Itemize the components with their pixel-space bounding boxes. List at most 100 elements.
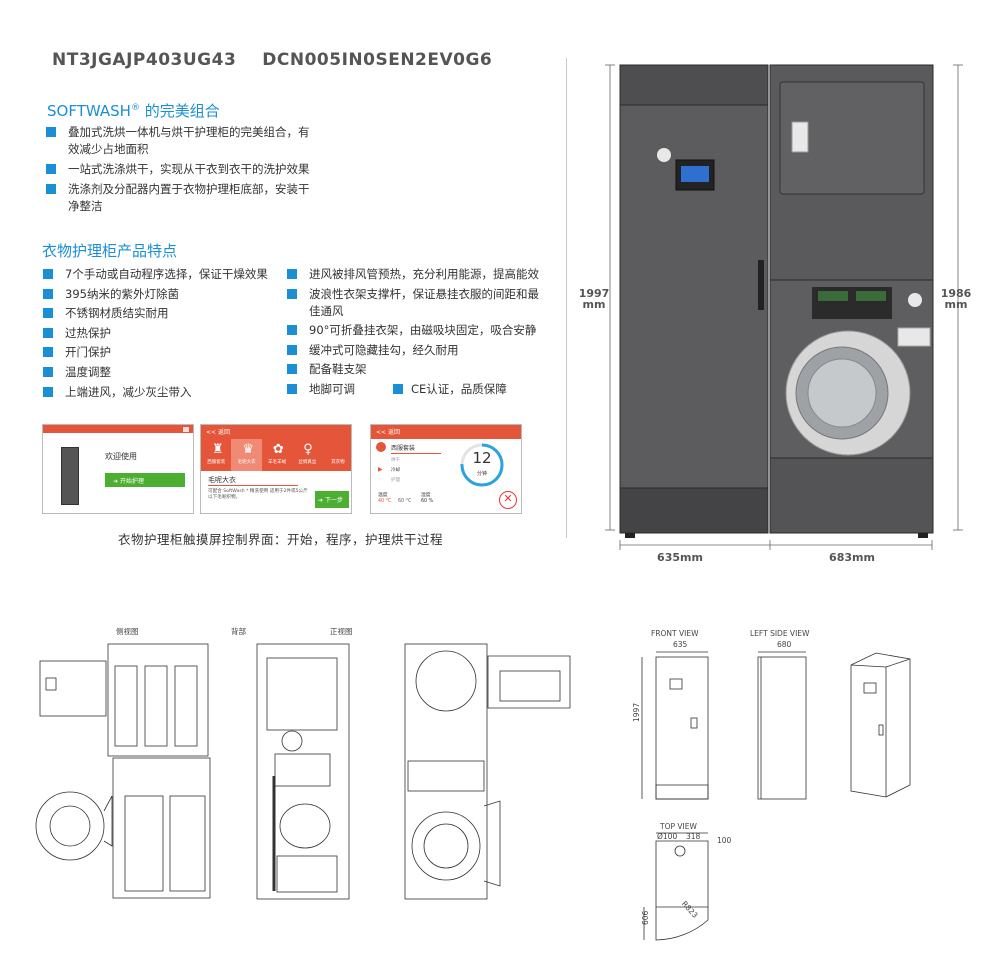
step-care: 护理	[391, 478, 400, 483]
tab-wool-coat[interactable]: ♛毛呢大衣	[231, 439, 262, 471]
timer-unit: 分钟	[476, 471, 487, 477]
top-offset: 100	[717, 836, 732, 845]
screen-topbar	[43, 425, 193, 433]
bullet-icon	[287, 344, 297, 355]
screen-drying: << 返回 西服套装 烘干 ▶ 冷却 护理 温度 40 °C 60 °C 湿度 …	[370, 424, 522, 514]
coat-icon: ♛	[242, 442, 255, 457]
welcome-text: 欢迎使用	[105, 452, 137, 461]
screen-header: << 返回	[371, 425, 521, 439]
product-illustration	[605, 64, 963, 550]
ribbon-icon: ✿	[272, 442, 284, 457]
help-icon[interactable]	[183, 427, 189, 432]
front-width: 635	[673, 640, 688, 649]
list-item: 波浪性衣架支撑杆，保证悬挂衣服的间距和最佳通风	[287, 286, 549, 320]
model-numbers: NT3JGAJP403UG43 DCN005IN0SEN2EV0G6	[52, 50, 492, 70]
bullet-icon	[287, 325, 297, 336]
list-item: 开门保护	[43, 344, 283, 361]
back-link[interactable]: << 返回	[376, 429, 400, 436]
list-item: 一站式洗涤烘干，实现从干衣到衣干的洗护效果	[46, 161, 314, 178]
bullet-icon	[46, 184, 56, 194]
bullet-icon	[46, 164, 56, 174]
start-care-button[interactable]: ➜ 开始护理	[105, 473, 185, 487]
tab-silk[interactable]: ♀丝绸真丝	[298, 442, 317, 465]
tab-other[interactable]: 其衣物	[331, 460, 345, 465]
model-number-washer: DCN005IN0SEN2EV0G6	[262, 50, 493, 70]
screen-header: << 返回	[201, 425, 351, 439]
temp-alt[interactable]: 60 °C	[398, 499, 412, 504]
bullet-icon	[43, 269, 53, 279]
label-left-side-view: LEFT SIDE VIEW	[750, 629, 810, 638]
screens-caption: 衣物护理柜触摸屏控制界面：开始，程序，护理烘干过程	[118, 532, 444, 547]
list-item: 配备鞋支架	[287, 361, 549, 378]
top-width: 318	[686, 832, 701, 841]
label-front: 正视图	[330, 627, 353, 636]
technical-drawings	[35, 643, 571, 900]
features-list-right: 进风被排风管预热，充分利用能源，提高能效 波浪性衣架支撑杆，保证悬挂衣服的间距和…	[287, 266, 549, 398]
suit-icon: ♜	[212, 442, 224, 457]
screen-welcome: 欢迎使用 ➜ 开始护理	[42, 424, 194, 514]
bullet-icon	[43, 327, 53, 338]
dimension-right-width: 683mm	[829, 551, 875, 564]
step-dry: 烘干	[391, 458, 400, 463]
temp-label: 温度	[378, 493, 388, 498]
combo-list: 叠加式洗烘一体机与烘干护理柜的完美组合，有效减少占地面积 一站式洗涤烘干，实现从…	[46, 124, 314, 215]
bullet-icon	[287, 288, 297, 299]
arrow-right-icon: ➜	[113, 478, 120, 485]
tab-suit[interactable]: ♜西服套装	[207, 442, 226, 465]
list-item: 洗涤剂及分配器内置于衣物护理柜底部，安装干净整洁	[46, 181, 314, 215]
label-front-view: FRONT VIEW	[651, 629, 699, 638]
bullet-icon	[43, 347, 53, 358]
cancel-icon[interactable]: ✕	[499, 491, 517, 509]
cabinet-thumbnail-icon	[61, 447, 79, 505]
top-diameter: Ø100	[657, 832, 678, 841]
program-tabs: ♜西服套装 ♛毛呢大衣 ✿羊毛羊绒 ♀丝绸真丝 其衣物	[201, 439, 351, 471]
model-number-cabinet: NT3JGAJP403UG43	[52, 50, 237, 70]
list-item: 不锈钢材质结实耐用	[43, 305, 283, 322]
program-description: 可配合 SoftWash * 精洗使用 适用于2件或5公斤以下毛呢织物。	[208, 489, 308, 500]
humidity-value[interactable]: 60 %	[421, 499, 434, 504]
bullet-icon	[43, 366, 53, 377]
list-item: 进风被排风管预热，充分利用能源，提高能效	[287, 266, 549, 283]
bullet-icon	[43, 308, 53, 319]
divider-vertical	[566, 58, 567, 538]
tab-cashmere[interactable]: ✿羊毛羊绒	[268, 442, 287, 465]
features-list-left: 7个手动或自动程序选择，保证干燥效果 395纳米的紫外灯除菌 不锈钢材质结实耐用…	[43, 266, 283, 401]
back-link[interactable]: << 返回	[206, 429, 230, 436]
dress-icon: ♀	[303, 442, 313, 457]
list-item: 过热保护	[43, 325, 283, 342]
bullet-icon	[46, 127, 56, 137]
program-name: 西服套装	[391, 445, 416, 452]
timer-ring	[460, 443, 504, 487]
dimension-left-width: 635mm	[657, 551, 703, 564]
divider	[208, 485, 298, 486]
list-item: 温度调整	[43, 364, 283, 381]
ce-note: CE认证，品质保障	[411, 381, 507, 396]
timer-minutes: 12	[472, 449, 492, 467]
list-item: 叠加式洗烘一体机与烘干护理柜的完美组合，有效减少占地面积	[46, 124, 314, 158]
list-item: 395纳米的紫外灯除菌	[43, 286, 283, 303]
bullet-icon	[43, 288, 53, 299]
features-title: 衣物护理柜产品特点	[42, 242, 178, 260]
humidity-label: 湿度	[421, 493, 431, 498]
label-top-view: TOP VIEW	[660, 822, 697, 831]
bullet-icon	[393, 383, 403, 394]
combo-title: SOFTWASH® 的完美组合	[47, 102, 220, 120]
bullet-icon	[287, 364, 297, 375]
label-side-view: 侧视图	[116, 627, 139, 636]
next-button[interactable]: ➜ 下一步	[315, 491, 349, 508]
dimension-drawings	[641, 651, 911, 941]
play-icon: ▶	[378, 466, 383, 473]
temp-value[interactable]: 40 °C	[378, 499, 392, 504]
side-width: 680	[777, 640, 792, 649]
list-item: 缓冲式可隐藏挂勾，经久耐用	[287, 342, 549, 359]
bullet-icon	[287, 383, 297, 394]
arrow-right-icon: ➜	[318, 497, 325, 504]
screen-programs: << 返回 ♜西服套装 ♛毛呢大衣 ✿羊毛羊绒 ♀丝绸真丝 其衣物 毛呢大衣 可…	[200, 424, 352, 514]
label-back: 背部	[231, 627, 246, 636]
suit-icon	[376, 442, 386, 452]
step-cool: 冷却	[391, 468, 400, 473]
list-item: 7个手动或自动程序选择，保证干燥效果	[43, 266, 283, 283]
